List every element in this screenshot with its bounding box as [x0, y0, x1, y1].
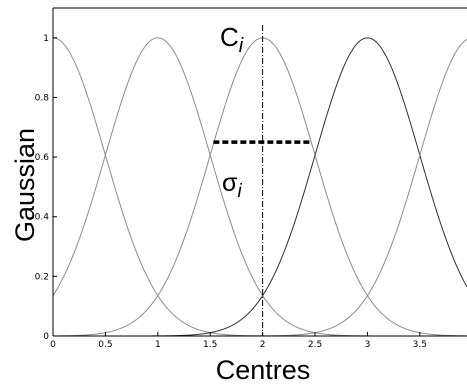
y-tick-label-5: 1	[43, 34, 49, 44]
curves-layer	[52, 37, 467, 337]
x-tick-label-2: 1	[155, 340, 161, 350]
sigma-label: σi	[222, 169, 242, 202]
x-tick-label-7: 3.5	[413, 340, 427, 350]
y-tick-label-1: 0.2	[35, 272, 49, 282]
x-tick-label-6: 3	[365, 340, 371, 350]
sigma-label-main: σ	[222, 169, 238, 197]
y-tick-label-2: 0.4	[35, 213, 50, 223]
center-label-sub: i	[239, 35, 244, 57]
x-tick-label-1: 0.5	[98, 340, 112, 350]
x-tick-label-3: 1.5	[203, 340, 217, 350]
center-label: Ci	[220, 22, 244, 57]
x-tick-label-0: 0	[50, 340, 56, 350]
y-axis-label: Gaussian	[10, 128, 40, 242]
y-tick-label-0: 0	[43, 332, 49, 342]
sigma-label-sub: i	[237, 181, 242, 202]
y-tick-label-4: 0.8	[35, 93, 50, 103]
x-tick-label-5: 2.5	[308, 340, 322, 350]
x-axis-label: Centres	[216, 355, 311, 384]
y-tick-label-3: 0.6	[35, 153, 50, 163]
center-label-main: C	[220, 22, 239, 52]
axes-layer: 0 0.5 1 1.5 2 2.5 3 3.5 0 0.2 0.4 0.6 0.8 1	[35, 7, 467, 350]
gaussian-curve-3	[52, 37, 467, 337]
annotations-layer	[213, 25, 312, 336]
x-tick-label-4: 2	[260, 340, 266, 350]
labels-layer: Centres Gaussian Ci σi	[10, 22, 310, 384]
